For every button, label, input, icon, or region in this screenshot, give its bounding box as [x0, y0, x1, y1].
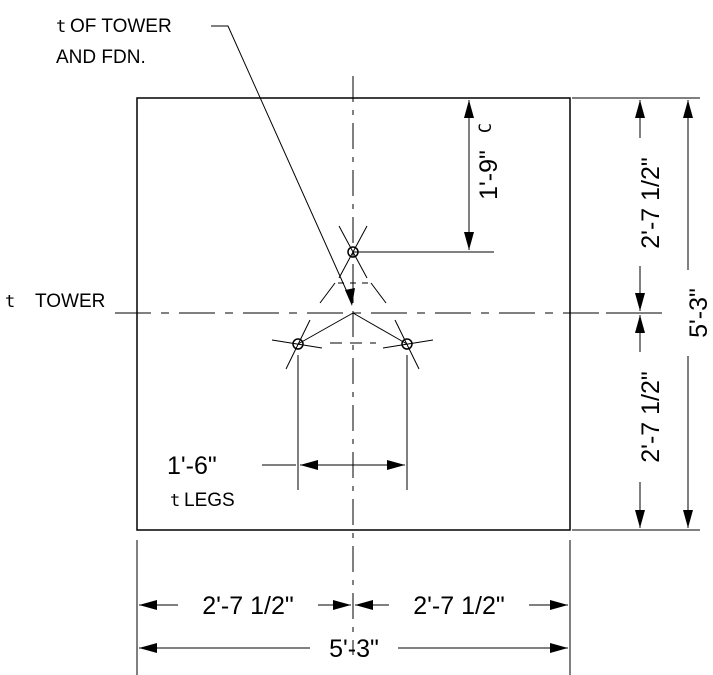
dim-bottom-total-label: 5'-3" [329, 635, 379, 663]
dim-leg-spacing-label: 1'-6" [167, 452, 217, 480]
dim-bottom-left-label: 2'-7 1/2" [202, 592, 293, 620]
cl-legs-label: LEGS [184, 490, 235, 511]
dim-bottom-right-label: 2'-7 1/2" [413, 592, 504, 620]
dim-right-upper [635, 100, 645, 311]
dim-right-total [683, 100, 693, 528]
leg-line-right [352, 312, 408, 345]
dim-top-offset-suffix: C [476, 123, 496, 133]
dim-top-offset [353, 100, 494, 253]
dim-leg-spacing [262, 355, 408, 490]
dim-right-upper-label: 2'-7 1/2" [637, 157, 665, 248]
cl-tower-fdn-line1: OF TOWER [70, 16, 172, 37]
cl-tower-fdn-line2: AND FDN. [56, 47, 146, 68]
anchor-left [271, 319, 323, 370]
dim-bottom-total [139, 643, 568, 653]
anchor-right [382, 319, 434, 370]
cl-symbol-tower: t [5, 292, 15, 312]
cl-symbol-legs: t [170, 491, 180, 511]
leader-tower-fdn [211, 25, 355, 306]
dim-right-total-label: 5'-3" [685, 288, 713, 338]
leg-line-left [297, 312, 354, 345]
cl-tower-label: TOWER [35, 291, 105, 312]
cl-symbol-tower-fdn: t [56, 17, 66, 37]
dim-bottom-left [139, 600, 351, 610]
dim-right-lower-label: 2'-7 1/2" [637, 371, 665, 462]
dim-bottom-right [355, 600, 568, 610]
dim-top-offset-label: 1'-9" [475, 150, 503, 200]
dim-right-lower [635, 315, 645, 528]
